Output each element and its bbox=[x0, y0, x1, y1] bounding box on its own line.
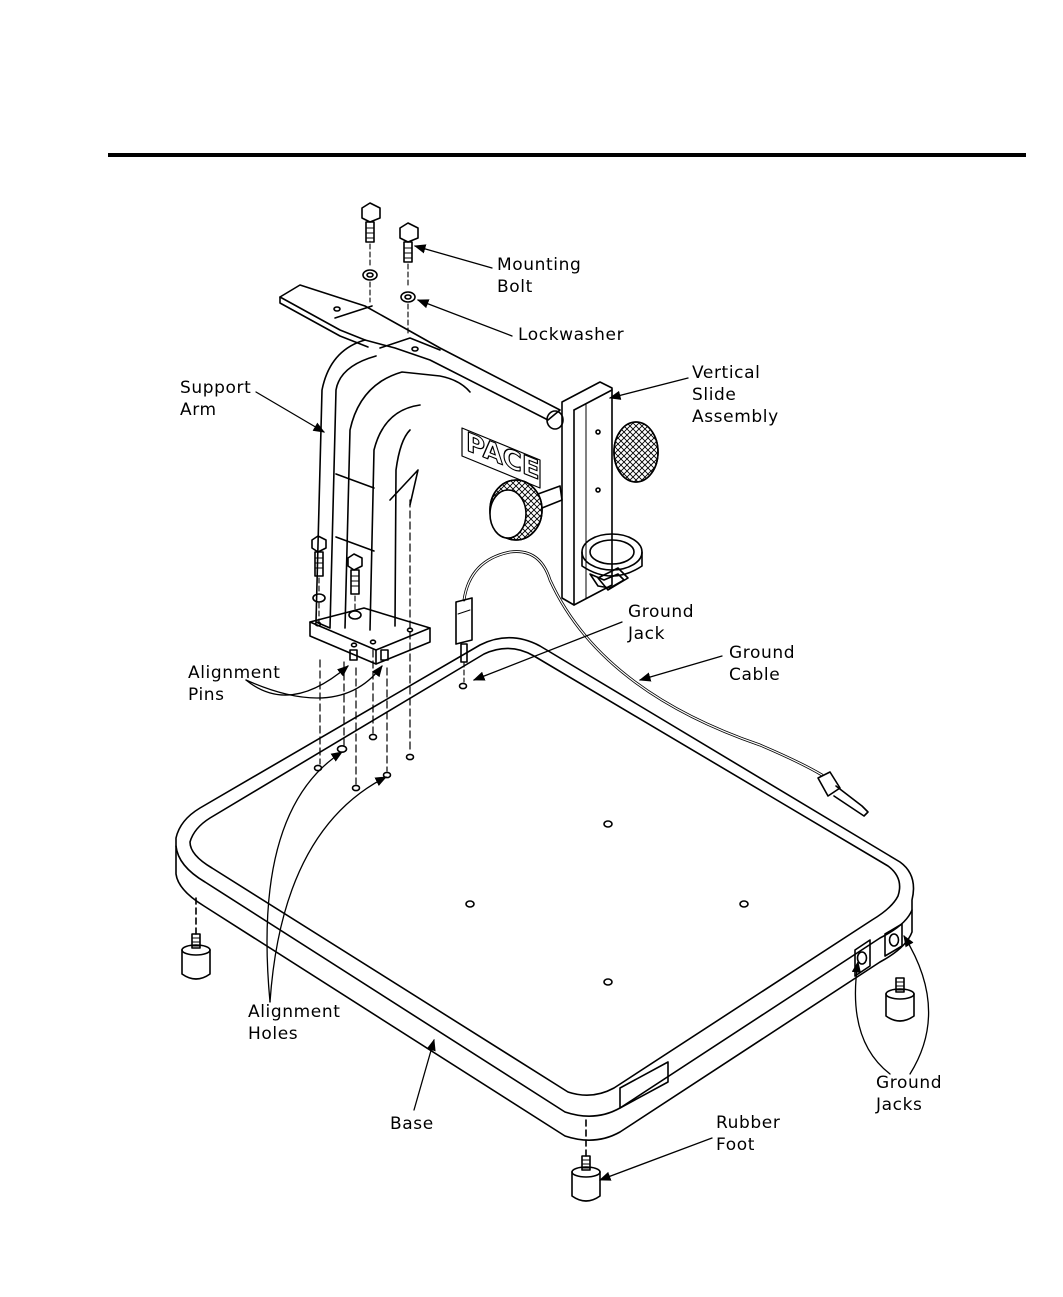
label-vertical-slide-assembly: Vertical Slide Assembly bbox=[692, 362, 779, 428]
label-mounting-bolt: Mounting Bolt bbox=[497, 254, 581, 298]
vertical-slide-assembly bbox=[490, 382, 658, 605]
label-lockwasher: Lockwasher bbox=[518, 324, 624, 346]
label-alignment-holes: Alignment Holes bbox=[248, 1001, 341, 1045]
top-mounting-bolts bbox=[362, 203, 418, 334]
base-plate bbox=[176, 638, 914, 1140]
pace-logo: PACE bbox=[466, 427, 540, 487]
label-support-arm: Support Arm bbox=[180, 377, 251, 421]
label-base: Base bbox=[390, 1113, 434, 1135]
foot-mounting-bolts bbox=[312, 536, 362, 622]
label-ground-jack: Ground Jack bbox=[628, 601, 694, 645]
ground-cable bbox=[456, 552, 868, 816]
rubber-foot-left bbox=[182, 898, 210, 979]
label-ground-jacks: Ground Jacks bbox=[876, 1072, 942, 1116]
rubber-foot-right bbox=[886, 978, 914, 1021]
label-ground-cable: Ground Cable bbox=[729, 642, 795, 686]
leader-lines bbox=[246, 246, 929, 1180]
rubber-foot-front bbox=[572, 1120, 600, 1201]
label-rubber-foot: Rubber Foot bbox=[716, 1112, 780, 1156]
label-alignment-pins: Alignment Pins bbox=[188, 662, 281, 706]
